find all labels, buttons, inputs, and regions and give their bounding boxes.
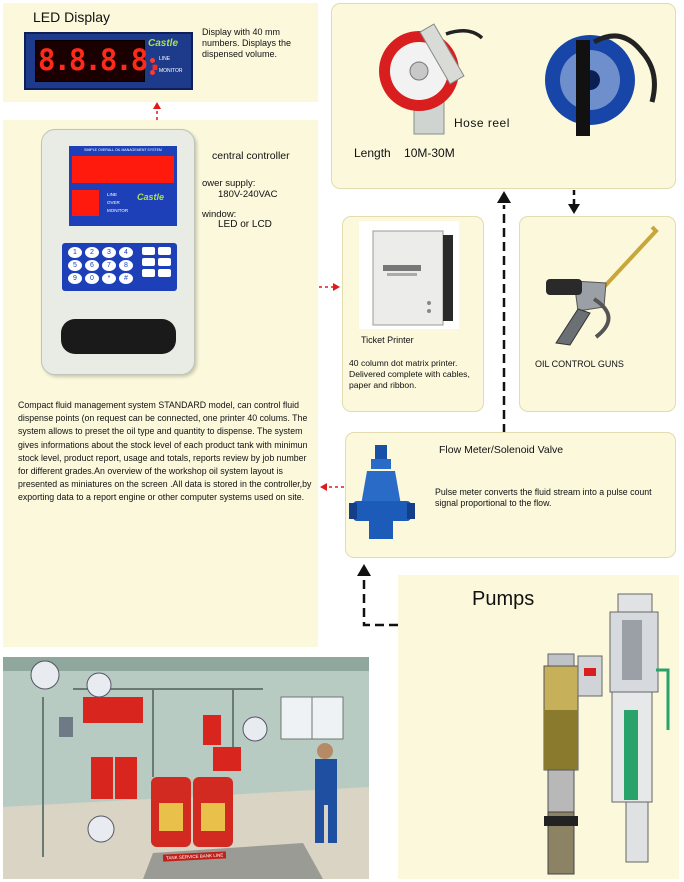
ticket-printer-description: 40 column dot matrix printer. Delivered … [349,358,470,390]
controller-window-value: LED or LCD [218,219,272,230]
led-display-panel: LED Display 8.8.8.8. Castle LINE MONITOR… [3,3,318,102]
function-key[interactable] [158,258,171,266]
oil-guns-panel: OIL CONTROL GUNS [519,216,676,412]
controller-window-label: window: [202,209,237,220]
workshop-illustration: TANK SERVICE BANK LINE [3,657,369,879]
function-key[interactable] [142,258,155,266]
oil-guns-title: OIL CONTROL GUNS [535,359,624,369]
led-lamp-1 [150,58,155,63]
function-key[interactable] [142,247,155,255]
led-display-description: Display with 40 mm numbers. Displays the… [202,27,292,59]
controller-power-value: 180V-240VAC [218,189,278,200]
keypad-key[interactable]: * [102,273,116,284]
keypad-key[interactable]: 8 [119,260,133,271]
led-digits: 8.8.8.8. [38,43,164,77]
controller-status-2: OVER [107,200,120,205]
keypad-function-keys [142,247,171,277]
flow-meter-description: Pulse meter converts the fluid stream in… [435,487,652,508]
controller-status-1: LINE [107,192,118,197]
controller-status-3: MONITOR [107,208,129,213]
blue-hose-reel-image [545,33,657,136]
keypad-key[interactable]: 6 [85,260,99,271]
led-brand-logo: Castle [148,38,179,49]
flow-meter-image [349,445,415,539]
controller-display-small [72,190,99,216]
function-key[interactable] [142,269,155,277]
workshop-scene-image [3,657,369,879]
arrow-pumps-to-flowmeter [357,564,398,627]
led-lamp-2 [150,70,155,75]
ticket-printer-image [359,221,459,329]
arrow-controller-to-printer [319,283,340,291]
arrow-reel-to-guns [568,190,580,214]
hose-reel-title: Hose reel [454,116,510,130]
keypad-key[interactable]: # [119,273,133,284]
keypad-key[interactable]: 9 [68,273,82,284]
controller-power-label: ower supply: [202,178,256,189]
led-display-title: LED Display [33,9,111,25]
keypad-key[interactable]: 2 [85,247,99,258]
keypad-key[interactable]: 0 [85,273,99,284]
flow-meter-title: Flow Meter/Solenoid Valve [439,444,564,456]
keypad-key[interactable]: 5 [68,260,82,271]
function-key[interactable] [158,247,171,255]
red-hose-reel-image [379,23,484,135]
keypad-key[interactable]: 4 [119,247,133,258]
oil-control-gun-image [546,225,659,346]
controller-brand-logo: Castle [137,192,165,202]
controller-screen-panel: SIMPLE OVERALL OIL MANAGEMENT SYSTEM LIN… [69,146,177,226]
arrow-controller-to-led [153,102,161,120]
central-controller-panel: SIMPLE OVERALL OIL MANAGEMENT SYSTEM LIN… [3,120,318,647]
controller-panel-title: SIMPLE OVERALL OIL MANAGEMENT SYSTEM [84,148,162,152]
controller-display-large [72,156,174,183]
flow-meter-panel: Flow Meter/Solenoid Valve Pulse meter co… [345,432,676,558]
led-lamp-2-label: MONITOR [159,68,183,74]
keypad-key[interactable]: 3 [102,247,116,258]
pumps-panel: Pumps [398,575,679,879]
controller-printer-slot [61,319,176,354]
led-lamp-1-label: LINE [159,56,171,62]
led-display-unit: 8.8.8.8. Castle LINE MONITOR [24,32,193,90]
hose-reel-length: Length 10M-30M [354,146,455,160]
arrow-flowmeter-to-reel [497,191,511,433]
controller-label: central controller [212,150,290,162]
hose-reel-panel: Hose reel Length 10M-30M [331,3,676,189]
ticket-printer-panel: Ticket Printer 40 column dot matrix prin… [342,216,484,412]
pumps-title: Pumps [472,588,535,610]
keypad-key[interactable]: 7 [102,260,116,271]
ticket-printer-title: Ticket Printer [361,335,414,345]
controller-description: Compact fluid management system STANDARD… [18,400,312,503]
keypad-key[interactable]: 1 [68,247,82,258]
pump-image [543,593,670,875]
led-digits-window: 8.8.8.8. [35,40,164,82]
controller-device: SIMPLE OVERALL OIL MANAGEMENT SYSTEM LIN… [41,129,195,375]
arrow-flowmeter-to-controller [320,483,344,491]
function-key[interactable] [158,269,171,277]
